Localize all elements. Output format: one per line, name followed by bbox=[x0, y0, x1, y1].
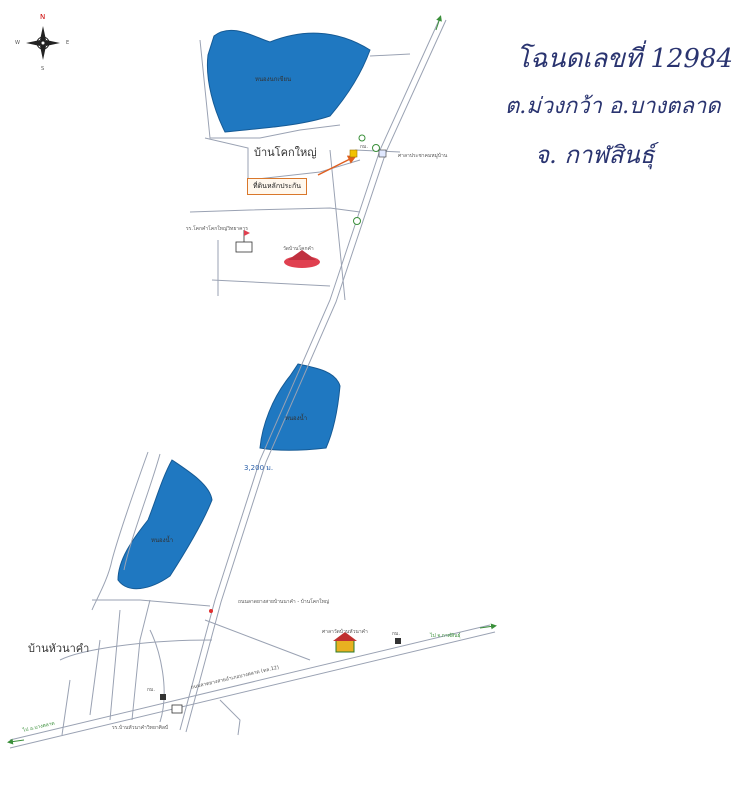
road-marker-icon bbox=[353, 134, 380, 225]
village-ban-khok-yai: บ้านโคกใหญ่ bbox=[254, 146, 317, 159]
province: จ. กาฬสินธุ์ bbox=[535, 141, 655, 169]
subdistrict-district: ต.ม่วงกว้า อ.บางตลาด bbox=[505, 94, 721, 119]
pond-top-label: หนองนกเขียน bbox=[255, 76, 292, 83]
temple-icon bbox=[284, 250, 320, 268]
main-road-label: ถนนลาดยางสายบ้านนาคำ - บ้านโคกใหญ่ bbox=[238, 599, 330, 605]
office-top-label: ศาลาประชาคมหมู่บ้าน bbox=[398, 153, 448, 159]
house-icon bbox=[333, 632, 357, 653]
pond-middle-label: หนองน้ำ bbox=[285, 415, 308, 422]
pond-bottom bbox=[117, 459, 213, 590]
km-bottom-2: กม. bbox=[147, 687, 155, 693]
collateral-site-label: ที่ดินหลักประกัน bbox=[247, 178, 308, 195]
school-bottom-label: รร.บ้านหัวนาคำวิทยาศิลป์ bbox=[112, 725, 169, 731]
pin-icon bbox=[349, 149, 358, 158]
school-icon bbox=[235, 230, 253, 253]
compass-west: W bbox=[15, 40, 20, 46]
deed-number: โฉนดเลขที่ 12984 bbox=[516, 44, 734, 74]
km-top: กม. bbox=[360, 144, 368, 150]
school-top-label: รร.โคกคำโคกใหญ่วิทยาคาร bbox=[186, 226, 248, 232]
compass-rose-icon bbox=[26, 26, 60, 60]
compass-east: E bbox=[66, 40, 70, 46]
pond-top bbox=[206, 29, 371, 133]
compass-south: S bbox=[41, 66, 45, 72]
pond-middle bbox=[259, 363, 341, 451]
distance-label: 3,200 ม. bbox=[244, 464, 274, 472]
village-ban-hua-na-kham: บ้านหัวนาคำ bbox=[28, 642, 90, 655]
pond-bottom-label: หนองน้ำ bbox=[151, 537, 174, 544]
temple-top-label: วัดบ้านโคกคำ bbox=[283, 246, 314, 252]
km-bottom-1: กม. bbox=[392, 631, 400, 637]
sala-bottom-label: ศาลาวัดบ้านหัวนาคำ bbox=[322, 629, 368, 635]
to-right-label: ไป จ.กาฬสินธุ์ bbox=[430, 633, 461, 639]
compass-north: N bbox=[40, 13, 46, 21]
